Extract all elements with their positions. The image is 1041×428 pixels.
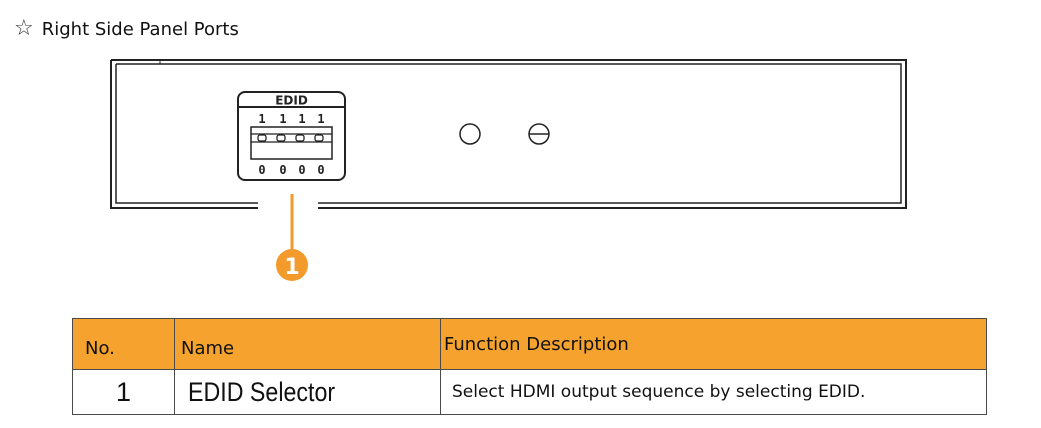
header-name: Name xyxy=(174,318,441,370)
device-side-panel-diagram: EDID 1 1 1 1 0 0 0 0 1 xyxy=(110,59,907,281)
dip-top-label-1: 1 xyxy=(258,112,265,126)
dip-bottom-label-4: 0 xyxy=(317,163,324,177)
callout-badge xyxy=(276,249,308,281)
dip-bottom-label-1: 0 xyxy=(258,163,265,177)
section-header: ☆ Right Side Panel Ports xyxy=(14,14,239,44)
dip-switch-3 xyxy=(295,134,305,142)
row-name-text: EDID Selector xyxy=(188,376,336,407)
table-header-row: No. Name Function Description xyxy=(72,318,987,370)
dip-switch-4 xyxy=(314,134,324,142)
led-indicator-icon xyxy=(459,123,481,145)
header-function: Function Description xyxy=(440,318,987,370)
dip-top-label-4: 1 xyxy=(317,112,324,126)
edid-dip-switch: EDID 1 1 1 1 0 0 0 0 xyxy=(237,91,346,181)
dip-switch-2 xyxy=(276,134,286,142)
dip-bottom-label-3: 0 xyxy=(298,163,305,177)
dip-top-label-2: 1 xyxy=(279,112,286,126)
row-function: Select HDMI output sequence by selecting… xyxy=(440,369,987,415)
port-function-table: No. Name Function Description 1 EDID Sel… xyxy=(72,318,987,415)
star-outline-icon: ☆ xyxy=(14,16,34,41)
screw-icon xyxy=(528,123,550,145)
header-no: No. xyxy=(72,318,175,370)
row-name: EDID Selector xyxy=(174,369,441,415)
table-row: 1 EDID Selector Select HDMI output seque… xyxy=(72,369,987,415)
row-no: 1 xyxy=(72,369,175,415)
dip-bottom-label-2: 0 xyxy=(279,163,286,177)
section-title: Right Side Panel Ports xyxy=(41,18,239,40)
callout-number: 1 xyxy=(284,255,299,280)
edid-label: EDID xyxy=(275,94,308,108)
dip-top-label-3: 1 xyxy=(298,112,305,126)
dip-switch-1 xyxy=(257,134,267,142)
device-body xyxy=(110,59,907,209)
